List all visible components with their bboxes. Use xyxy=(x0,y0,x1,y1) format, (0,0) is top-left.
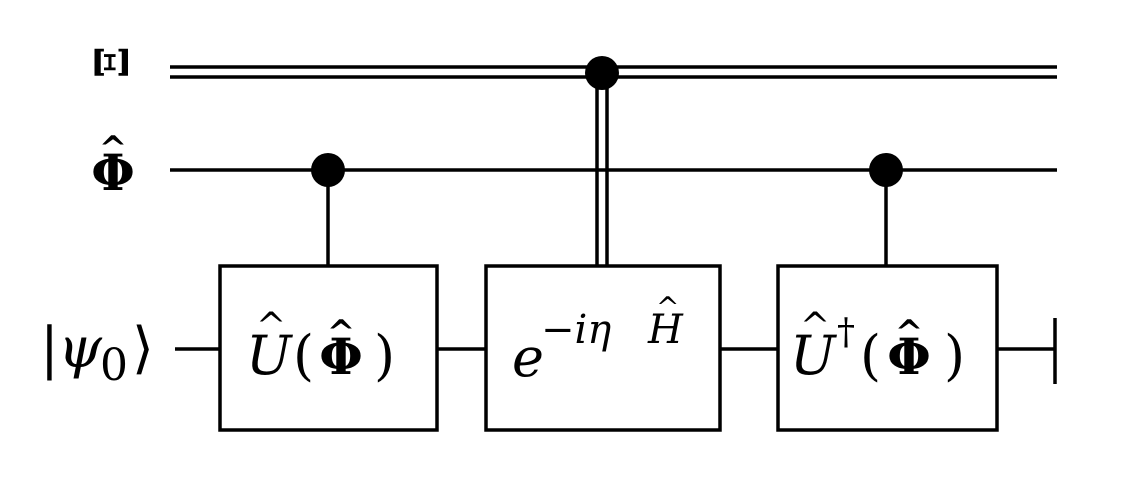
ket-left-bar: | xyxy=(40,316,59,381)
phi-hat: ^ xyxy=(99,129,128,169)
udag-gate: U ^ † ( Φ ^ ) xyxy=(776,264,999,432)
psi-subscript: 0 xyxy=(100,340,128,391)
exp-classical-control xyxy=(585,56,619,266)
u-control xyxy=(311,153,345,266)
ket-right-bracket: ⟩ xyxy=(132,316,154,381)
u-close-paren: ) xyxy=(374,324,395,387)
psi-symbol: ψ xyxy=(58,316,103,381)
udag-letter: U xyxy=(790,324,837,387)
u-letter: U xyxy=(246,324,293,387)
udag-control xyxy=(869,153,903,266)
u-control-dot xyxy=(311,153,345,187)
u-gate: U ^ ( Φ ^ ) xyxy=(218,264,439,432)
udag-dagger: † xyxy=(837,312,855,353)
xi-symbol: Ξ xyxy=(85,46,139,78)
exp-exponent: −iη xyxy=(541,307,611,353)
xi-register-label: Ξ xyxy=(85,46,139,78)
u-open-paren: ( xyxy=(293,324,314,387)
state-wire xyxy=(175,318,1057,384)
exp-h-letter: H xyxy=(647,307,684,353)
u-arg-hat: ^ xyxy=(327,313,356,353)
exp-control-dot xyxy=(585,56,619,90)
u-hat: ^ xyxy=(256,306,286,347)
udag-control-dot xyxy=(869,153,903,187)
exp-h-hat: ^ xyxy=(656,291,679,324)
udag-arg-phi: Φ xyxy=(887,327,931,386)
phi-register-label: Φ ^ xyxy=(91,129,135,202)
udag-arg-hat: ^ xyxy=(895,313,924,353)
exp-base-e: e xyxy=(512,326,544,389)
udag-hat: ^ xyxy=(800,306,830,347)
u-arg-phi: Φ xyxy=(319,327,363,386)
state-label: | ψ 0 ⟩ xyxy=(40,316,154,391)
udag-open-paren: ( xyxy=(860,324,881,387)
exp-gate: e −iη H ^ xyxy=(484,264,722,432)
udag-close-paren: ) xyxy=(944,324,965,387)
phi-symbol: Φ xyxy=(91,143,135,202)
